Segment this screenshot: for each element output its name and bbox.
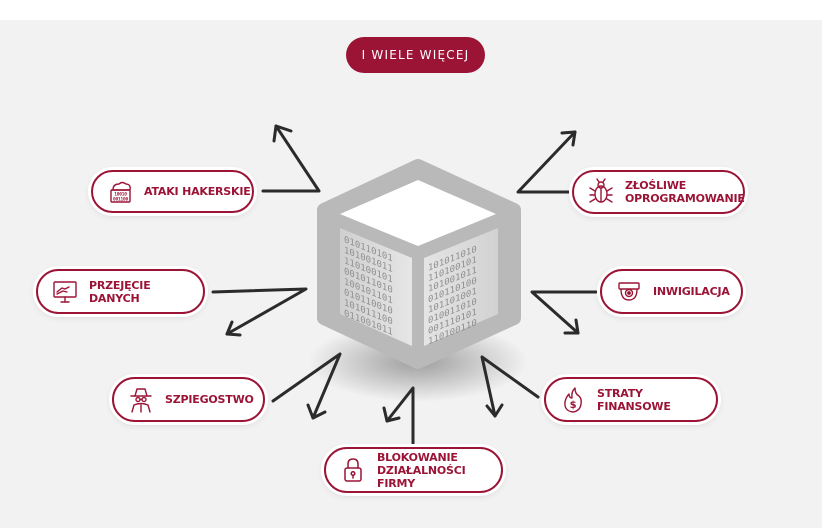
arrow-przejecie <box>213 289 306 335</box>
camera-icon <box>615 278 643 306</box>
threat-pill-szpiegostwo: SZPIEGOSTWO <box>112 377 265 422</box>
header-pill: I WIELE WIĘCEJ <box>346 37 485 73</box>
threat-label-blokowanie: BLOKOWANIE DZIAŁALNOŚCI FIRMY <box>377 451 501 490</box>
threat-label-ataki: ATAKI HAKERSKIE <box>144 185 251 198</box>
padlock-icon <box>339 456 367 484</box>
arrow-inwigilacja <box>532 292 596 333</box>
arrow-ataki <box>263 126 319 191</box>
threat-label-inwigilacja: INWIGILACJA <box>653 285 730 298</box>
threat-label-przejecie: PRZEJĘCIE DANYCH <box>89 279 203 305</box>
threat-pill-przejecie: PRZEJĘCIE DANYCH <box>36 269 205 314</box>
threat-pill-ataki: 10010 001100 ATAKI HAKERSKIE <box>91 170 254 213</box>
threat-pill-blokowanie: BLOKOWANIE DZIAŁALNOŚCI FIRMY <box>324 447 503 493</box>
cloud-binary-icon: 10010 001100 <box>106 178 134 206</box>
threat-pill-straty: $ STRATY FINANSOWE <box>544 377 718 422</box>
threat-pill-zlosliwe: ZŁOŚLIWE OPROGRAMOWANIE <box>572 170 745 214</box>
threat-label-zlosliwe: ZŁOŚLIWE OPROGRAMOWANIE <box>625 179 745 205</box>
binary-cube-icon: 0101101011010010111101001010010110101001… <box>324 166 514 362</box>
threat-label-szpiegostwo: SZPIEGOSTWO <box>165 393 254 406</box>
money-fire-icon: $ <box>559 386 587 414</box>
threat-label-straty: STRATY FINANSOWE <box>597 387 716 413</box>
threat-pill-inwigilacja: INWIGILACJA <box>600 269 743 314</box>
bug-icon <box>587 178 615 206</box>
svg-text:$: $ <box>570 400 577 411</box>
monitor-hand-icon <box>51 278 79 306</box>
arrow-zlosliwe <box>518 132 575 192</box>
spy-icon <box>127 386 155 414</box>
svg-text:001100: 001100 <box>113 196 129 202</box>
